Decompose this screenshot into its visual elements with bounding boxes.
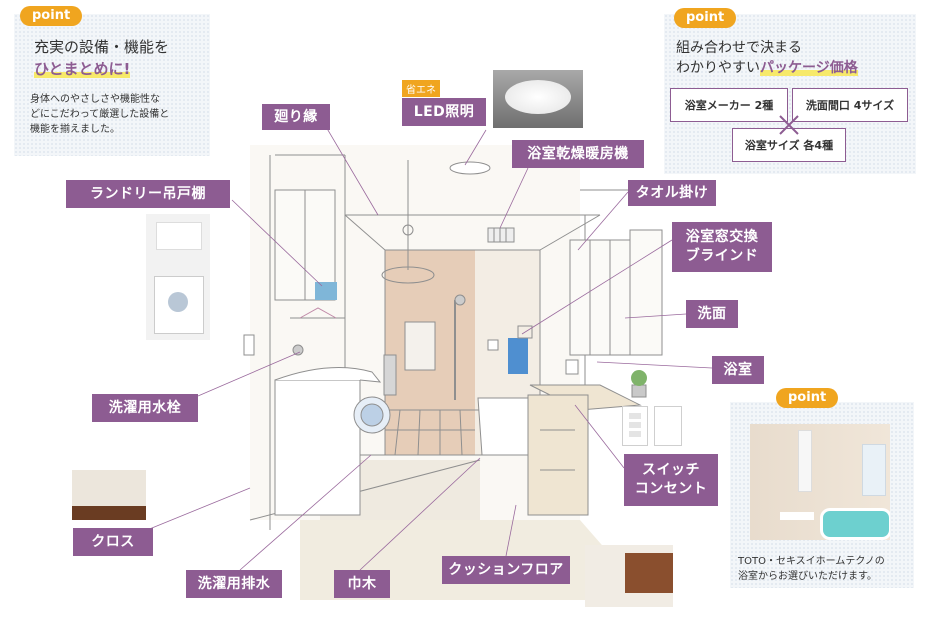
label-cushion-floor: クッションフロア: [442, 556, 570, 584]
top-left-body-line: 機能を揃えました。: [30, 124, 120, 135]
label-bath-dryer: 浴室乾燥暖房機: [512, 140, 644, 168]
bottom-right-caption: TOTO・セキスイホームテクノの 浴室からお選びいただけます。: [738, 554, 885, 584]
label-window-blind-line1: 浴室窓交換: [685, 229, 759, 246]
cloth-wall-photo: [72, 470, 146, 520]
option-bath-size: 浴室サイズ 各4種: [732, 128, 846, 162]
label-washbasin: 洗面: [686, 300, 738, 328]
baseboard-photo: [585, 545, 673, 607]
top-left-body-line: 身体へのやさしさや機能性な: [30, 94, 160, 105]
top-left-body: 身体へのやさしさや機能性な どにこだわって厳選した設備と 機能を揃えました。: [30, 92, 169, 137]
label-washer-drain: 洗濯用排水: [186, 570, 282, 598]
point-badge-top-right: point: [674, 8, 737, 28]
label-led-light: LED照明: [402, 98, 486, 126]
label-bathroom: 浴室: [712, 356, 764, 384]
label-baseboard: 巾木: [334, 570, 390, 598]
label-cloth: クロス: [73, 528, 153, 556]
label-window-blind: 浴室窓交換 ブラインド: [672, 222, 772, 272]
label-window-blind-line2: ブラインド: [685, 248, 759, 264]
eco-tag: 省エネ: [402, 80, 440, 97]
label-washer-faucet: 洗濯用水栓: [92, 394, 198, 422]
led-ceiling-light-photo: [493, 70, 583, 128]
top-left-title: 充実の設備・機能を ひとまとめに!: [34, 36, 169, 80]
option-washbasin-width: 洗面間口 4サイズ: [792, 88, 908, 122]
option-bath-maker: 浴室メーカー 2種: [670, 88, 788, 122]
label-switch-line1: スイッチ: [642, 462, 700, 479]
laundry-room-photo: [146, 214, 210, 340]
top-right-title-line1: 組み合わせで決まる: [676, 40, 802, 56]
point-badge-bottom-right: point: [776, 388, 839, 408]
top-left-title-line2: ひとまとめに!: [34, 60, 131, 78]
caption-line: 浴室からお選びいただけます。: [738, 571, 877, 582]
top-right-title-line2: わかりやすいパッケージ価格: [676, 60, 858, 76]
switch-panel: [622, 406, 648, 446]
label-towel-bar: タオル掛け: [628, 180, 716, 206]
label-laundry-cabinet: ランドリー吊戸棚: [66, 180, 230, 208]
caption-line: TOTO・セキスイホームテクノの: [738, 556, 885, 567]
label-switch-outlet: スイッチ コンセント: [624, 454, 718, 506]
top-left-title-line1: 充実の設備・機能を: [34, 38, 170, 56]
bathroom-photo: [750, 424, 890, 540]
label-mawaribuchi: 廻り縁: [262, 104, 330, 130]
top-right-title: 組み合わせで決まる わかりやすいパッケージ価格: [676, 38, 858, 78]
top-left-point-box: [14, 14, 210, 156]
outlet-panel: [654, 406, 682, 446]
point-badge-top-left: point: [20, 6, 83, 26]
top-left-body-line: どにこだわって厳選した設備と: [30, 109, 170, 120]
label-switch-line2: コンセント: [634, 481, 708, 497]
